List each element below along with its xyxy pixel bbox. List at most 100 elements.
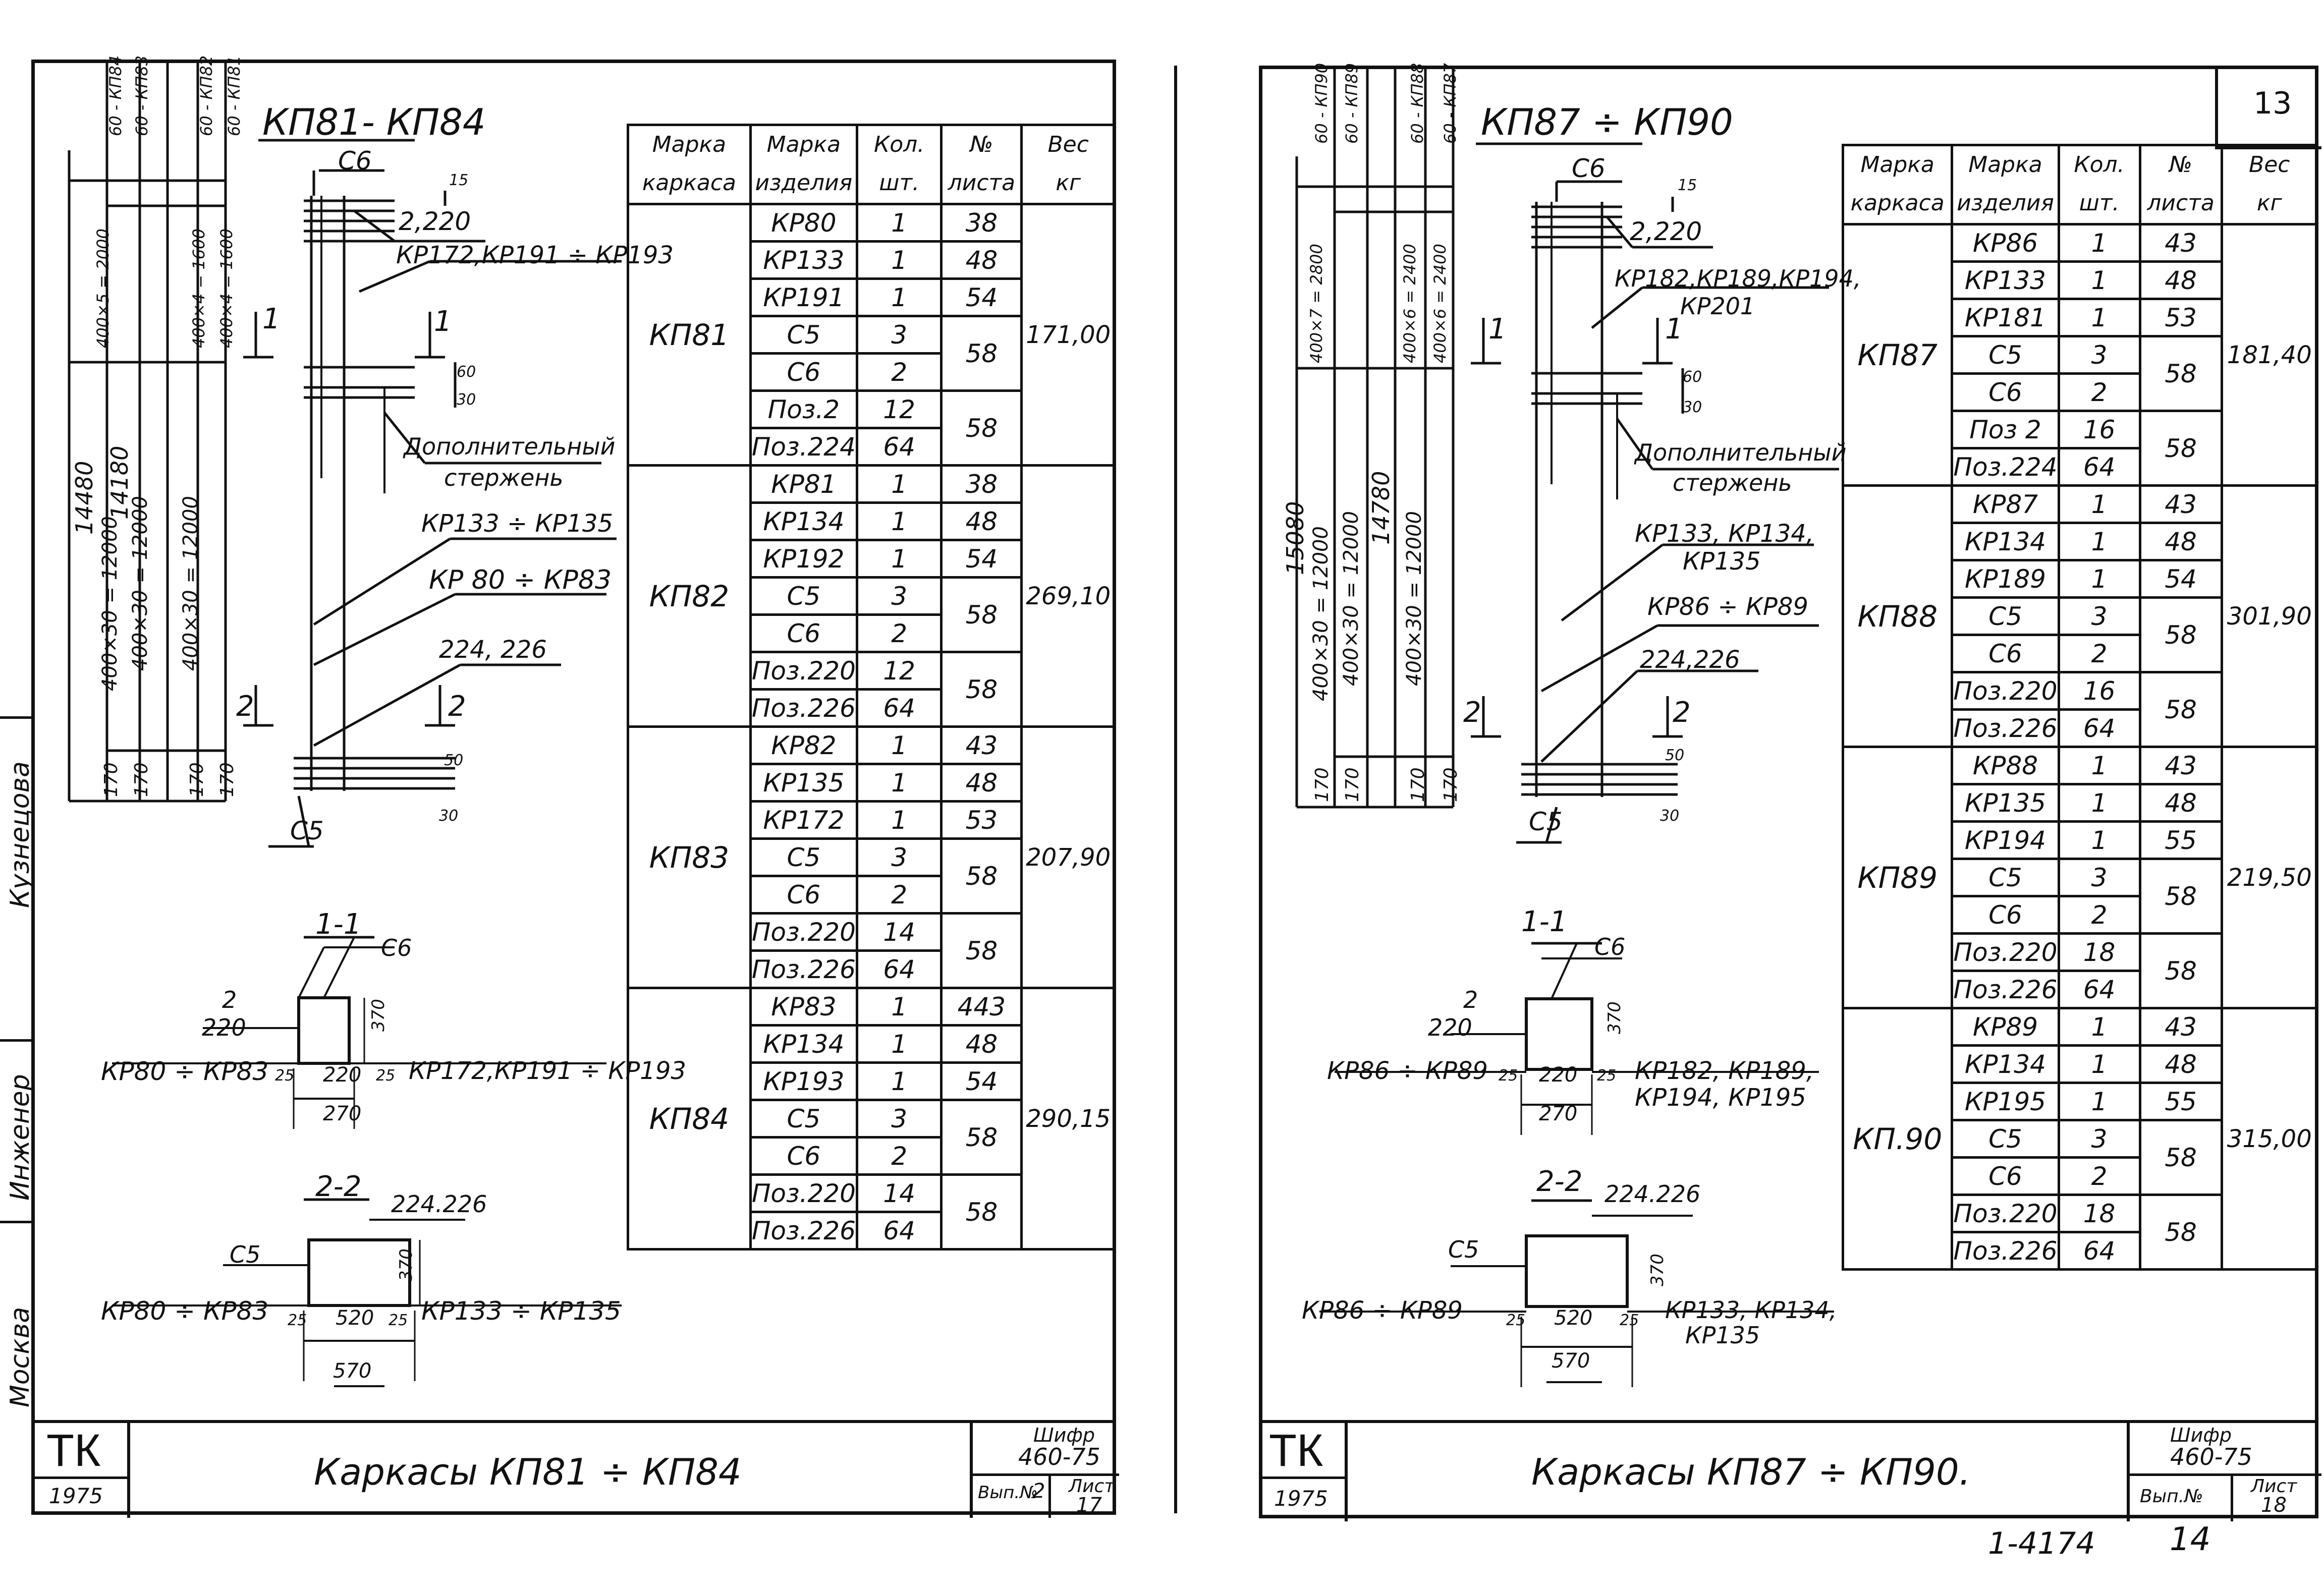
item-mark-cell: С5	[749, 315, 858, 355]
item-mark-cell: С6	[1951, 634, 2060, 673]
stamp-title: Каркасы КП87 ÷ КП90.	[1531, 1451, 1971, 1493]
stamp-sheet: 17	[1076, 1494, 1102, 1517]
qty-cell: 1	[855, 763, 943, 803]
qty-cell: 1	[855, 277, 943, 317]
qty-cell: 3	[2057, 596, 2141, 636]
sheet-no-cell: 58	[2138, 932, 2223, 1009]
right-sec2-d520: 520	[1554, 1306, 1593, 1330]
left-dim-kp83: 60 - КП83	[132, 55, 151, 136]
header-cell: кг	[2220, 183, 2319, 225]
sheet-no-cell: 58	[2138, 671, 2223, 748]
left-callout-kr172: КР172,КР191 ÷ КР193	[396, 241, 674, 269]
item-mark-cell: КР135	[749, 763, 858, 803]
side-label-name: Кузнецова	[5, 761, 35, 908]
qty-cell: 1	[2057, 298, 2141, 337]
stamp-cipher: 460-75	[1018, 1443, 1100, 1470]
sheet-no-cell: 58	[940, 389, 1023, 467]
item-mark-cell: КР194	[1951, 820, 2060, 860]
right-sec2-title: 2-2	[1536, 1165, 1583, 1198]
sheet-no-cell: 53	[2138, 298, 2223, 337]
header-cell: каркаса	[1841, 183, 1954, 225]
sheet-no-cell: 48	[2138, 783, 2223, 823]
right-dim-50: 50	[1665, 747, 1685, 764]
qty-cell: 2	[2057, 895, 2141, 935]
weight-cell: 301,90	[2220, 484, 2319, 748]
qty-cell: 64	[855, 427, 943, 467]
frame-mark-cell: КП82	[627, 464, 752, 728]
right-dim-kp88: 60 - КП88	[1408, 63, 1427, 144]
right-sec1-frac-top: 2	[1463, 986, 1478, 1013]
right-callout-kr133: КР133, КР134,	[1635, 520, 1814, 548]
qty-cell: 1	[855, 1024, 943, 1064]
qty-cell: 3	[2057, 335, 2141, 375]
right-section-mark-2a: 2	[1463, 696, 1481, 729]
right-callout-kr86: КР86 ÷ КР89	[1647, 593, 1808, 621]
item-mark-cell: С5	[749, 837, 858, 877]
sheet-no-cell: 43	[2138, 746, 2223, 785]
item-mark-cell: Поз.224	[749, 427, 858, 467]
item-mark-cell: КР192	[749, 539, 858, 579]
header-cell: Марка	[627, 124, 752, 163]
left-drawing-title: КП81- КП84	[262, 101, 486, 143]
sheet-no-cell: 54	[2138, 559, 2223, 599]
weight-cell: 219,50	[2220, 746, 2319, 1009]
qty-cell: 1	[2057, 820, 2141, 860]
left-section-mark-1a: 1	[262, 303, 281, 335]
frame-mark-cell: КП89	[1841, 746, 1954, 1009]
item-mark-cell: КР195	[1951, 1082, 2060, 1121]
item-mark-cell: Поз.220	[749, 912, 858, 952]
item-mark-cell: КР80	[749, 203, 858, 243]
right-dim-170c: 170	[1408, 767, 1428, 802]
sheet-no-cell: 443	[940, 987, 1023, 1027]
left-dim-g: 400×4 = 1600	[217, 229, 236, 348]
frame-mark-cell: КП83	[627, 725, 752, 989]
item-mark-cell: С6	[749, 613, 858, 653]
stamp-org: ТК	[46, 1426, 101, 1476]
left-callout-kr133: КР133 ÷ КР135	[421, 509, 614, 538]
header-cell: Вес	[2220, 144, 2319, 183]
item-mark-cell: КР135	[1951, 783, 2060, 823]
sheet-no-cell: 58	[2138, 858, 2223, 935]
item-mark-cell: Поз.220	[749, 1173, 858, 1213]
sheet-no-cell: 38	[940, 464, 1023, 504]
left-dim-170b: 170	[131, 762, 152, 797]
right-dim-g: 400×6 = 2400	[1430, 244, 1450, 363]
qty-cell: 64	[2057, 708, 2141, 748]
item-mark-cell: С5	[749, 576, 858, 616]
qty-cell: 1	[2057, 223, 2141, 263]
right-dim-b: 400×7 = 2800	[1307, 244, 1326, 363]
qty-cell: 2	[855, 352, 943, 392]
left-callout-2-220: 2,220	[399, 207, 471, 236]
qty-cell: 64	[855, 688, 943, 728]
left-frame-drawing	[68, 60, 622, 1387]
right-sec1-d270: 270	[1539, 1102, 1578, 1125]
qty-cell: 64	[855, 1211, 943, 1251]
header-cell: Марка	[749, 124, 858, 163]
item-mark-cell: КР189	[1951, 559, 2060, 599]
qty-cell: 12	[855, 651, 943, 691]
right-sec2-d370: 370	[1647, 1254, 1668, 1286]
qty-cell: 1	[855, 464, 943, 504]
left-sec2-d25a: 25	[288, 1312, 307, 1329]
qty-cell: 64	[2057, 1231, 2141, 1271]
item-mark-cell: КР81	[749, 464, 858, 504]
item-mark-cell: КР133	[749, 240, 858, 280]
left-sec1-frac-bottom: 220	[202, 1014, 246, 1041]
right-spec-table: Марка Марка Кол. № Вес каркаса изделия ш…	[1841, 144, 2319, 1271]
qty-cell: 3	[2057, 1119, 2141, 1159]
right-section-mark-2b: 2	[1673, 696, 1691, 729]
left-sec1-d370: 370	[368, 999, 389, 1032]
